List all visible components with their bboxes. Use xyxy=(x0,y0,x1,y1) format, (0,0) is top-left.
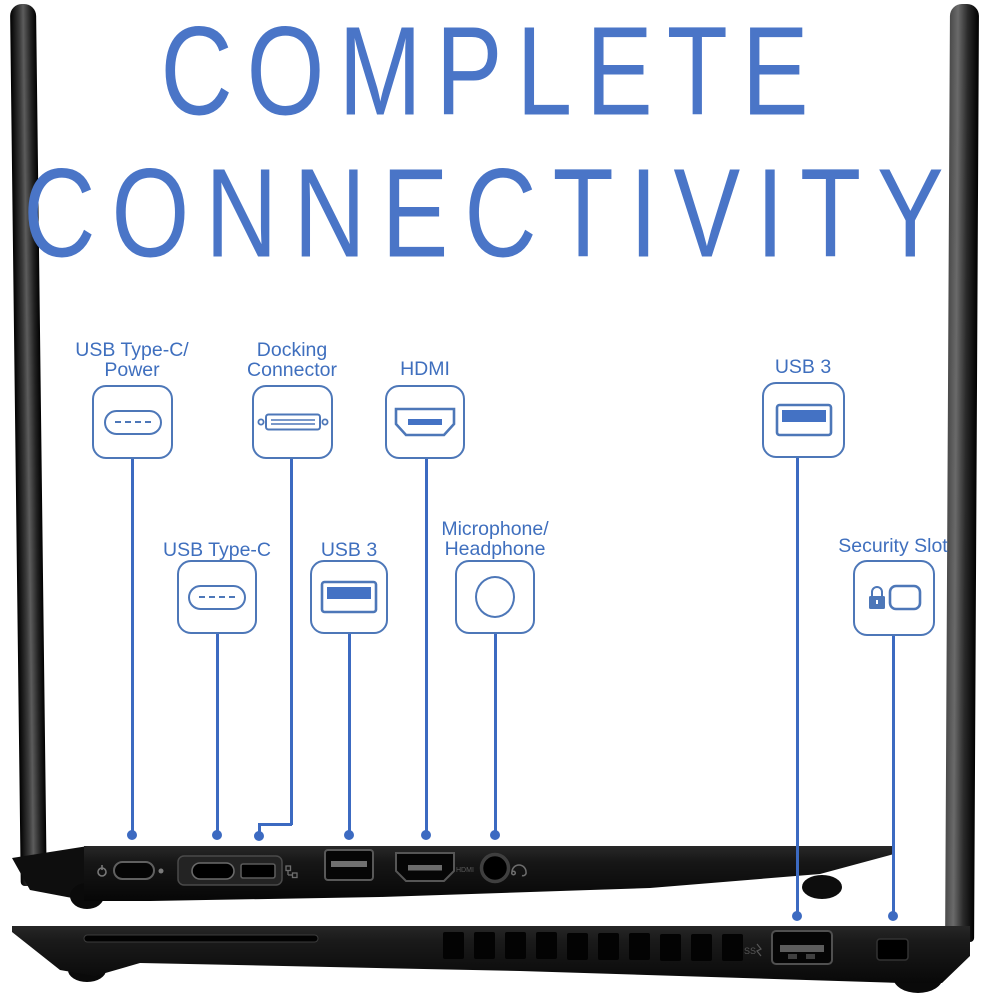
line-usb3-left xyxy=(348,634,351,831)
label-mic-headphone: Microphone/Headphone xyxy=(441,518,549,560)
label-security-slot: Security Slot xyxy=(838,535,948,557)
headset-icon xyxy=(510,864,527,877)
usb-a-port-icon xyxy=(775,403,832,437)
port-box-usb-c-power xyxy=(92,385,173,459)
laptop-left-side-view: HDMI xyxy=(12,846,894,909)
label-hdmi: HDMI xyxy=(400,358,450,380)
line-mic-headphone xyxy=(494,634,497,831)
port-box-usb3-left xyxy=(310,560,388,634)
dot-security-slot xyxy=(888,911,898,921)
audio-jack-port xyxy=(479,852,511,884)
docking-slot xyxy=(240,863,276,879)
label-usb-c-power: USB Type-C/Power xyxy=(75,339,189,381)
line-docking-elbow xyxy=(258,823,292,826)
line-usb3-right xyxy=(796,458,799,913)
usb-c-port xyxy=(191,862,235,880)
security-slot-port xyxy=(876,938,909,961)
line-usb-c xyxy=(216,634,219,831)
security-slot-icon xyxy=(869,584,922,611)
port-box-security xyxy=(853,560,935,636)
line-usb-c-power xyxy=(131,459,134,831)
title-line-2: CONNECTIVITY xyxy=(23,143,960,285)
label-usb-c: USB Type-C xyxy=(162,539,272,561)
usb-a-port-icon xyxy=(320,580,378,614)
dot-usb3-left xyxy=(344,830,354,840)
line-hdmi xyxy=(425,459,428,831)
card-slot xyxy=(83,934,319,943)
audio-jack-icon xyxy=(475,576,515,618)
line-docking-stub xyxy=(258,823,261,832)
vent-grilles xyxy=(443,932,743,961)
label-usb3-left: USB 3 xyxy=(320,539,378,561)
port-box-hdmi xyxy=(385,385,465,459)
laptop-right-side-view: SS xyxy=(12,926,970,993)
docking-connector-icon xyxy=(257,413,329,431)
hdmi-port-icon xyxy=(394,407,456,437)
usb-c-port-icon xyxy=(188,584,246,610)
dot-usb-c-power xyxy=(127,830,137,840)
line-docking-vertical xyxy=(290,459,293,825)
port-box-usb-c xyxy=(177,560,257,634)
dot-usb-c xyxy=(212,830,222,840)
hdmi-marking: HDMI xyxy=(456,867,474,874)
line-security-slot xyxy=(892,636,895,913)
label-usb3-right: USB 3 xyxy=(774,356,832,378)
dot-mic-headphone xyxy=(490,830,500,840)
usb-c-port-icon xyxy=(103,409,162,435)
dot-usb3-right xyxy=(792,911,802,921)
port-box-usb3-right xyxy=(762,382,845,458)
usb-c-power-port xyxy=(113,861,155,880)
port-box-docking xyxy=(252,385,333,459)
ethernet-icon xyxy=(285,865,298,879)
usb-ss-marking: SS xyxy=(744,946,756,956)
dot-hdmi xyxy=(421,830,431,840)
title-line-1: COMPLETE xyxy=(160,1,823,143)
usb-bolt-icon xyxy=(756,943,762,957)
power-icon xyxy=(97,865,107,877)
port-box-mic-headphone xyxy=(455,560,535,634)
dot-docking xyxy=(254,831,264,841)
status-led xyxy=(158,868,164,874)
